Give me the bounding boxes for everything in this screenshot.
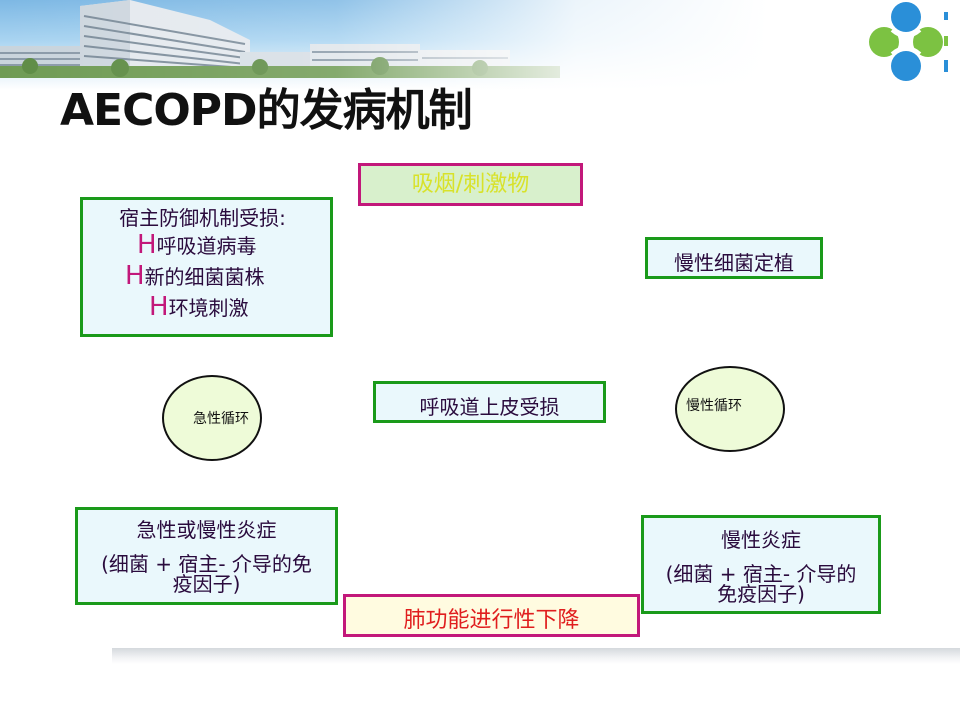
host-item-virus: H呼吸道病毒 bbox=[83, 230, 330, 261]
banner-fade bbox=[0, 0, 960, 90]
page-title: AECOPD的发病机制 bbox=[60, 85, 473, 136]
hospital-logo-icon bbox=[869, 2, 948, 81]
airway-epithelium-label: 呼吸道上皮受损 bbox=[419, 395, 560, 419]
chronic-colonization-label: 慢性细菌定植 bbox=[674, 251, 794, 275]
smoking-irritants-label: 吸烟/刺激物 bbox=[411, 172, 530, 197]
bullet-marker: H bbox=[137, 230, 157, 260]
host-item-bacteria: H新的细菌菌株 bbox=[83, 261, 330, 292]
bullet-marker: H bbox=[125, 261, 145, 291]
smoking-irritants-box: 吸烟/刺激物 bbox=[358, 163, 583, 206]
acute-chronic-inflammation-box: 急性或慢性炎症 (细菌 + 宿主- 介导的免疫因子) bbox=[75, 507, 338, 605]
bullet-marker: H bbox=[149, 292, 169, 322]
host-defense-box: 宿主防御机制受损: H呼吸道病毒 H新的细菌菌株 H环境刺激 bbox=[80, 197, 333, 337]
airway-epithelium-box: 呼吸道上皮受损 bbox=[373, 381, 606, 423]
lung-function-decline-label: 肺功能进行性下降 bbox=[403, 608, 580, 633]
host-item-label: 环境刺激 bbox=[168, 296, 249, 320]
chronic-inflammation-subtitle: (细菌 + 宿主- 介导的免疫因子) bbox=[665, 562, 857, 606]
acute-cycle-label: 急性循环 bbox=[193, 411, 249, 427]
host-defense-title: 宿主防御机制受损: bbox=[119, 206, 286, 230]
chronic-inflammation-box: 慢性炎症 (细菌 + 宿主- 介导的免疫因子) bbox=[641, 515, 881, 614]
acute-chronic-inflammation-subtitle: (细菌 + 宿主- 介导的免疫因子) bbox=[101, 552, 312, 596]
header-banner bbox=[0, 0, 960, 90]
acute-cycle-oval: 急性循环 bbox=[162, 375, 262, 461]
acute-chronic-inflammation-title: 急性或慢性炎症 bbox=[136, 518, 277, 542]
chronic-inflammation-title: 慢性炎症 bbox=[721, 528, 801, 552]
host-item-label: 呼吸道病毒 bbox=[156, 234, 257, 258]
host-item-label: 新的细菌菌株 bbox=[144, 265, 265, 289]
chronic-colonization-box: 慢性细菌定植 bbox=[645, 237, 823, 279]
host-item-environment: H环境刺激 bbox=[83, 292, 330, 323]
chronic-cycle-oval: 慢性循环 bbox=[675, 366, 785, 452]
footer-rule bbox=[112, 648, 960, 664]
lung-function-decline-box: 肺功能进行性下降 bbox=[343, 594, 640, 637]
chronic-cycle-label: 慢性循环 bbox=[686, 398, 742, 414]
